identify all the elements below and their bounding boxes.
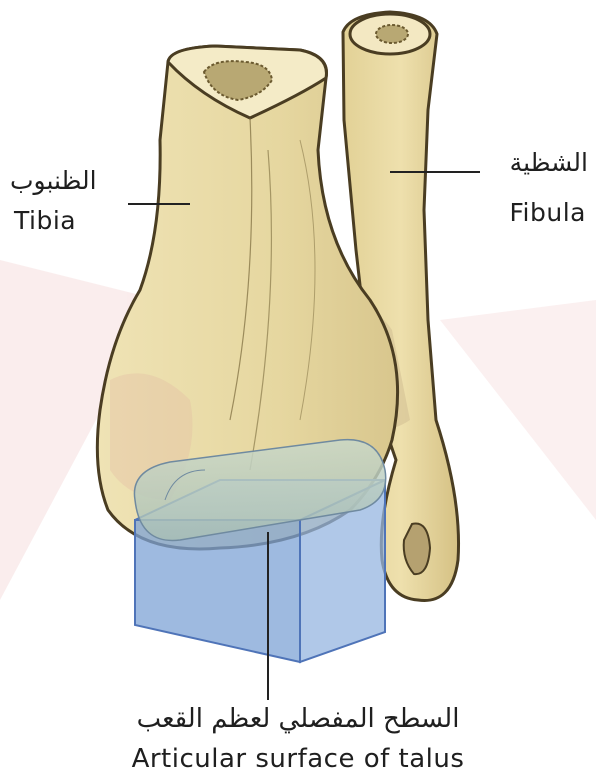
tibia-label-arabic: الظنبوب xyxy=(10,168,97,193)
tibia-label-english: Tibia xyxy=(14,208,76,233)
fibula-label-english: Fibula xyxy=(510,200,587,225)
fibula-label-arabic: الشظية xyxy=(510,150,588,175)
talus-label-arabic: السطح المفصلي لعظم القعب xyxy=(0,706,596,732)
articular-surface-block xyxy=(134,440,385,662)
talus-label-english: Articular surface of talus xyxy=(0,746,596,772)
